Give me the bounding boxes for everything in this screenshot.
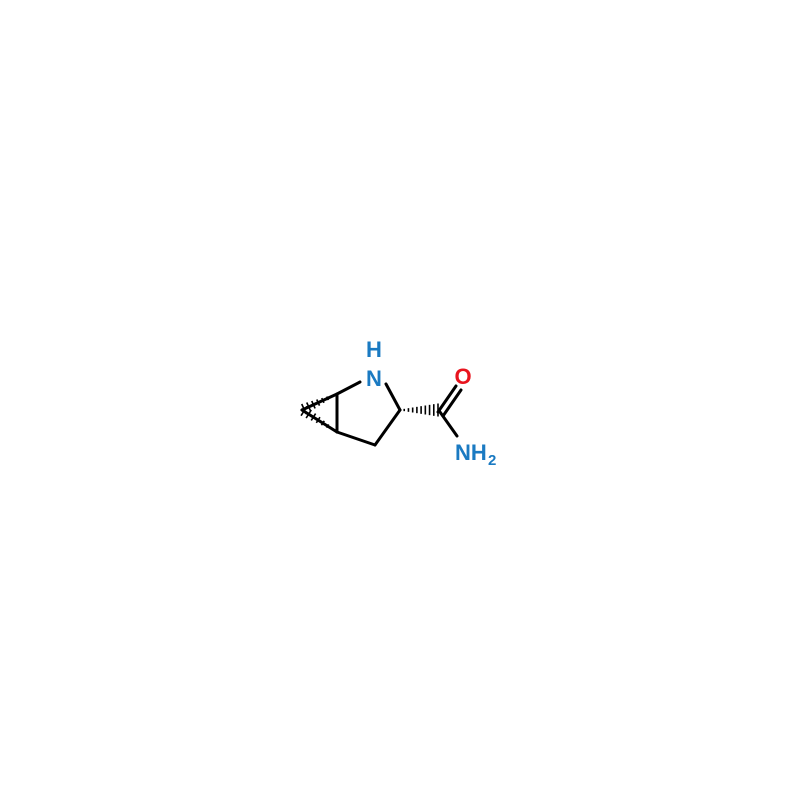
bond-n2-c3 bbox=[384, 382, 402, 412]
wedge-c5-c6-hash bbox=[336, 431, 338, 433]
wedge-c1-c6-hash bbox=[316, 399, 321, 406]
amide-nitrogen-label: NH bbox=[455, 440, 487, 465]
atom-labels: H N O NH 2 bbox=[366, 337, 496, 469]
wedge-c1-c6-hash bbox=[321, 397, 325, 404]
bond-c6-c5 bbox=[300, 408, 339, 434]
ring-nh-hydrogen-label: H bbox=[366, 337, 382, 362]
bond-c1-c6 bbox=[300, 392, 339, 412]
ring-nitrogen-label: N bbox=[366, 366, 382, 391]
hashed-wedge-bonds bbox=[300, 393, 439, 433]
wedge-c5-c6-hash bbox=[305, 409, 312, 419]
wedge-c1-c6-hash bbox=[306, 402, 312, 412]
bond-lines bbox=[300, 380, 463, 447]
wedge-c5-c6-hash bbox=[330, 427, 334, 431]
wedge-c5-c6-hash bbox=[320, 420, 325, 426]
wedge-c5-c6-hash bbox=[300, 405, 308, 417]
bond-c-nh2 bbox=[438, 410, 459, 438]
carbonyl-oxygen-label: O bbox=[454, 364, 471, 389]
bond-carbonyl-a bbox=[436, 384, 458, 414]
bond-c4-c5 bbox=[335, 430, 377, 447]
wedge-c1-c6-hash bbox=[331, 394, 334, 398]
bond-c3-c4 bbox=[373, 408, 402, 447]
wedge-c1-c6-hash bbox=[326, 396, 330, 401]
wedge-c1-c6-hash bbox=[300, 403, 308, 415]
wedge-c1-c6-hash bbox=[311, 400, 316, 409]
bond-carbonyl-b bbox=[441, 388, 463, 418]
amide-hydrogen-subscript: 2 bbox=[488, 452, 496, 469]
wedge-c5-c6-hash bbox=[315, 416, 321, 424]
bond-c1-n2 bbox=[335, 380, 362, 396]
wedge-c5-c6-hash bbox=[310, 413, 317, 421]
wedge-c5-c6-hash bbox=[325, 423, 330, 429]
